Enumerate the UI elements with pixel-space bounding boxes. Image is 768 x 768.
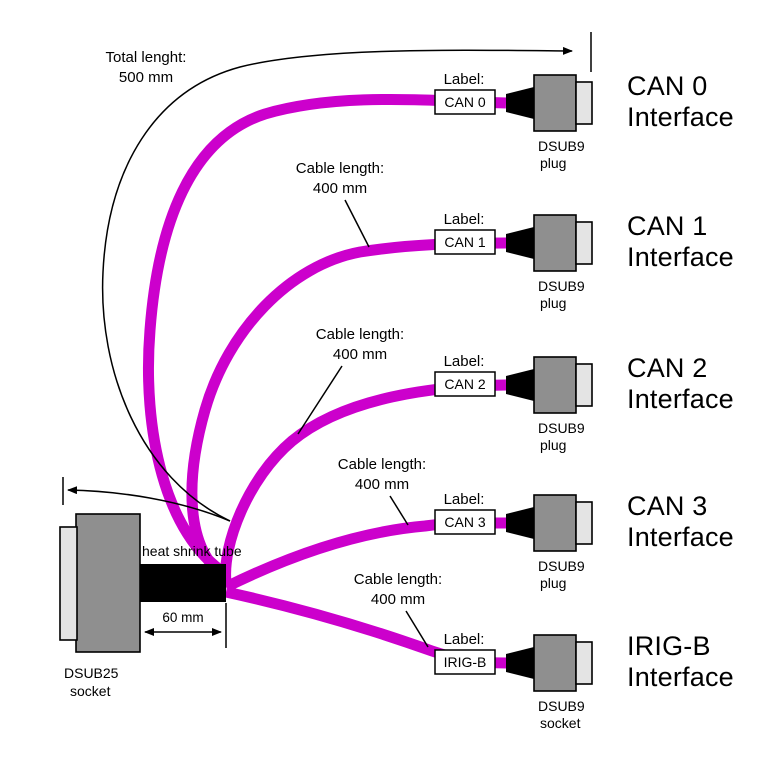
label-caption: Label: — [444, 71, 485, 88]
tube-dimension: 60 mm — [144, 603, 227, 648]
connector-type-line1: DSUB9 — [538, 278, 585, 294]
cable-length-text-line2: 400 mm — [371, 591, 425, 608]
cable-length-text-line2: 400 mm — [355, 476, 409, 493]
interface-name-line2: Interface — [627, 102, 734, 132]
total-length-measure — [62, 32, 592, 522]
dsub25-label-line2: socket — [70, 683, 111, 699]
dsub9-body — [533, 74, 577, 132]
interface-name-line1: CAN 1 — [627, 211, 708, 241]
interface-name-line1: CAN 0 — [627, 71, 708, 101]
dsub9-boot — [506, 227, 534, 259]
dsub9-face — [575, 81, 593, 125]
label-caption: Label: — [444, 211, 485, 228]
cable-label-box — [434, 89, 496, 115]
interface-name-line1: IRIG-B — [627, 631, 711, 661]
connector-type-line2: socket — [540, 715, 581, 731]
cable-can-0 — [142, 94, 507, 579]
connector-type-line2: plug — [540, 437, 566, 453]
dsub25-body — [75, 513, 141, 653]
leader-line — [344, 199, 370, 248]
branch-can-3: Label: CAN 3 CAN 3 Interface DSUB9 plug — [434, 491, 734, 591]
connector-type-line2: plug — [540, 575, 566, 591]
dsub9-face — [575, 363, 593, 407]
dsub9-body — [533, 634, 577, 692]
dsub9-boot — [506, 87, 534, 119]
cable-length-text-line1: Cable length: — [296, 160, 384, 177]
dsub25-connector — [59, 513, 226, 653]
total-length-text-line2: 500 mm — [119, 69, 173, 86]
dsub9-face — [575, 501, 593, 545]
dsub25-face — [59, 526, 78, 641]
dsub9-boot — [506, 507, 534, 539]
leader-line — [389, 495, 409, 526]
dsub9-face — [575, 221, 593, 265]
cable-label-text: IRIG-B — [444, 654, 487, 670]
cable-label-box — [434, 229, 496, 255]
cable-length-annotation-can-1: Cable length: 400 mm — [296, 160, 384, 248]
interface-name-line2: Interface — [627, 384, 734, 414]
interface-name-line1: CAN 2 — [627, 353, 708, 383]
interface-name-line1: CAN 3 — [627, 491, 708, 521]
total-length-line-left — [67, 486, 231, 522]
connector-type-line2: plug — [540, 155, 566, 171]
cable-length-text-line2: 400 mm — [313, 180, 367, 197]
cable-length-text-line1: Cable length: — [338, 456, 426, 473]
cable-label-box — [434, 371, 496, 397]
interface-name-line2: Interface — [627, 662, 734, 692]
cable-length-annotation-can-2: Cable length: 400 mm — [297, 326, 404, 435]
total-length-line-arc — [101, 46, 573, 522]
heat-shrink-tube-label: heat shrink tube — [142, 543, 242, 559]
cable-length-text-line1: Cable length: — [316, 326, 404, 343]
heat-shrink-tube — [138, 564, 226, 602]
label-caption: Label: — [444, 491, 485, 508]
cable-label-box — [434, 509, 496, 535]
dsub9-body — [533, 214, 577, 272]
cable-label-text: CAN 1 — [444, 234, 485, 250]
dsub9-face — [575, 641, 593, 685]
connector-type-line1: DSUB9 — [538, 698, 585, 714]
dsub9-boot — [506, 647, 534, 679]
cable-label-text: CAN 2 — [444, 376, 485, 392]
label-caption: Label: — [444, 353, 485, 370]
cable-label-box — [434, 649, 496, 675]
dsub9-body — [533, 494, 577, 552]
total-length-text-line1: Total lenght: — [106, 49, 187, 66]
cable-label-text: CAN 0 — [444, 94, 485, 110]
dsub25-label-line1: DSUB25 — [64, 665, 119, 681]
cable-length-text-line1: Cable length: — [354, 571, 442, 588]
interface-name-line2: Interface — [627, 242, 734, 272]
branch-can-0: Label: CAN 0 CAN 0 Interface DSUB9 plug — [434, 71, 734, 171]
dsub9-body — [533, 356, 577, 414]
branch-irig-b: Label: IRIG-B IRIG-B Interface DSUB9 soc… — [434, 631, 734, 731]
branch-can-2: Label: CAN 2 CAN 2 Interface DSUB9 plug — [434, 353, 734, 453]
label-caption: Label: — [444, 631, 485, 648]
dsub9-boot — [506, 369, 534, 401]
leader-line — [405, 610, 429, 648]
tube-dimension-label: 60 mm — [162, 610, 203, 625]
interface-name-line2: Interface — [627, 522, 734, 552]
branch-can-1: Label: CAN 1 CAN 1 Interface DSUB9 plug — [434, 211, 734, 311]
cable-length-annotation-irig-b: Cable length: 400 mm — [354, 571, 442, 648]
cable-label-text: CAN 3 — [444, 514, 485, 530]
connector-type-line1: DSUB9 — [538, 558, 585, 574]
leader-line — [297, 365, 343, 435]
connector-type-line2: plug — [540, 295, 566, 311]
cable-length-text-line2: 400 mm — [333, 346, 387, 363]
connector-type-line1: DSUB9 — [538, 138, 585, 154]
connector-type-line1: DSUB9 — [538, 420, 585, 436]
cable-length-annotation-can-3: Cable length: 400 mm — [338, 456, 426, 526]
